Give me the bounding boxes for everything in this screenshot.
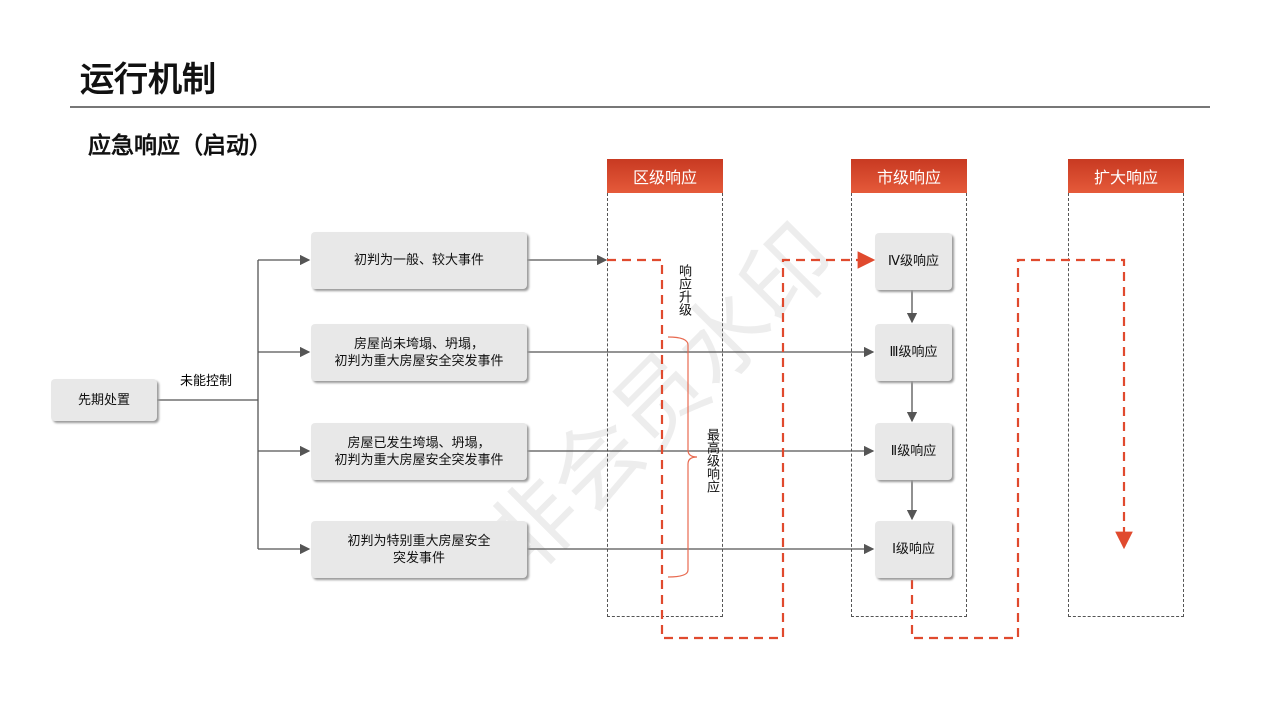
page-title: 运行机制 xyxy=(80,60,216,100)
column-header-district: 区级响应 xyxy=(607,159,723,193)
level-4-box: Ⅳ级响应 xyxy=(875,233,952,290)
event-box-major-uncollapsed: 房屋尚未垮塌、坍塌， 初判为重大房屋安全突发事件 xyxy=(311,324,527,381)
column-expanded xyxy=(1068,193,1184,617)
title-divider xyxy=(70,106,1210,108)
uncontrolled-label: 未能控制 xyxy=(180,374,233,389)
level-3-box: Ⅲ级响应 xyxy=(875,324,952,381)
initial-response-box: 先期处置 xyxy=(51,379,157,421)
event-box-general: 初判为一般、较大事件 xyxy=(311,232,527,289)
column-header-city: 市级响应 xyxy=(851,159,967,193)
brace xyxy=(667,336,698,578)
level-1-box: Ⅰ级响应 xyxy=(875,521,952,578)
max-level-label: 最高级响应 xyxy=(704,428,719,493)
upgrade-path-1 xyxy=(607,251,876,640)
column-city xyxy=(851,193,967,617)
column-header-expanded: 扩大响应 xyxy=(1068,159,1184,193)
event-box-major-collapsed: 房屋已发生垮塌、坍塌， 初判为重大房屋安全突发事件 xyxy=(311,423,527,480)
section-subtitle: 应急响应（启动） xyxy=(88,133,272,159)
column-district xyxy=(607,193,723,617)
start-connector xyxy=(157,260,259,549)
level-2-box: Ⅱ级响应 xyxy=(875,423,952,480)
upgrade-path-2 xyxy=(910,258,1133,640)
event-box-especially-major: 初判为特别重大房屋安全 突发事件 xyxy=(311,521,527,578)
upgrade-label: 响应升级 xyxy=(676,264,691,316)
